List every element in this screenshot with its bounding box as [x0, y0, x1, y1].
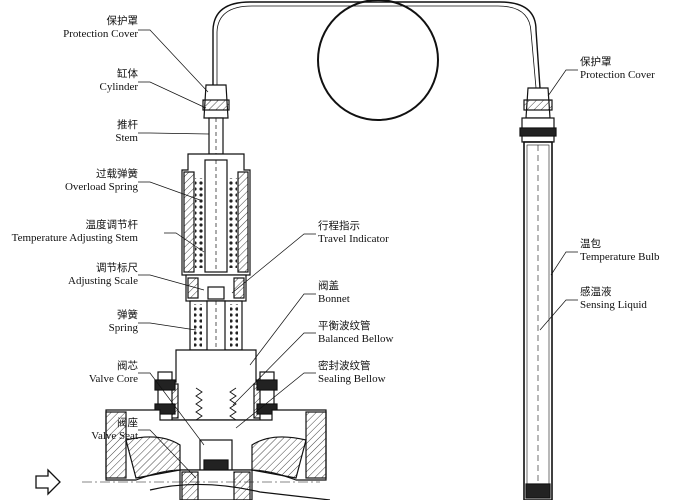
- label-en: Sealing Bellow: [318, 373, 386, 385]
- label-cn: 缸体: [117, 68, 138, 80]
- label-cn: 温包: [580, 238, 601, 250]
- flow-arrow-icon: [35, 468, 61, 496]
- label-en: Temperature Adjusting Stem: [11, 232, 138, 244]
- label-cn: 阀芯: [117, 360, 138, 372]
- capillary-coil: [317, 0, 439, 121]
- label-en: Spring: [108, 322, 138, 334]
- label-cn: 阀座: [117, 417, 138, 429]
- label-cn: 调节标尺: [96, 262, 138, 274]
- label-cn: 保护罩: [106, 15, 139, 27]
- label-cn: 密封波纹管: [318, 360, 371, 372]
- label-en: Balanced Bellow: [318, 333, 394, 345]
- label-en: Temperature Bulb: [580, 251, 660, 263]
- leader-lines: [138, 29, 578, 479]
- label-cn: 过载弹簧: [96, 168, 138, 180]
- label-cn: 平衡波纹管: [318, 320, 371, 332]
- label-en: Cylinder: [99, 81, 139, 93]
- label-en: Protection Cover: [63, 28, 138, 40]
- capillary-tube: [212, 1, 541, 89]
- actuator-assembly: [105, 84, 331, 500]
- label-cn: 保护罩: [580, 56, 612, 68]
- label-cn: 行程指示: [318, 220, 360, 232]
- label-en: Sensing Liquid: [580, 299, 647, 311]
- label-en: Adjusting Scale: [68, 275, 138, 287]
- temperature-bulb: [519, 87, 557, 500]
- label-en: Valve Seat: [91, 430, 138, 442]
- label-en: Travel Indicator: [318, 233, 389, 245]
- label-en: Overload Spring: [64, 181, 138, 193]
- label-cn: 温度调节杆: [85, 219, 139, 231]
- label-en: Protection Cover: [580, 69, 655, 81]
- label-cn: 弹簧: [117, 309, 138, 321]
- label-en: Stem: [115, 132, 138, 144]
- label-cn: 感温液: [580, 286, 612, 298]
- label-en: Valve Core: [88, 373, 138, 385]
- label-cn: 阀盖: [318, 280, 339, 292]
- label-en: Bonnet: [318, 293, 350, 305]
- label-cn: 推杆: [117, 119, 138, 131]
